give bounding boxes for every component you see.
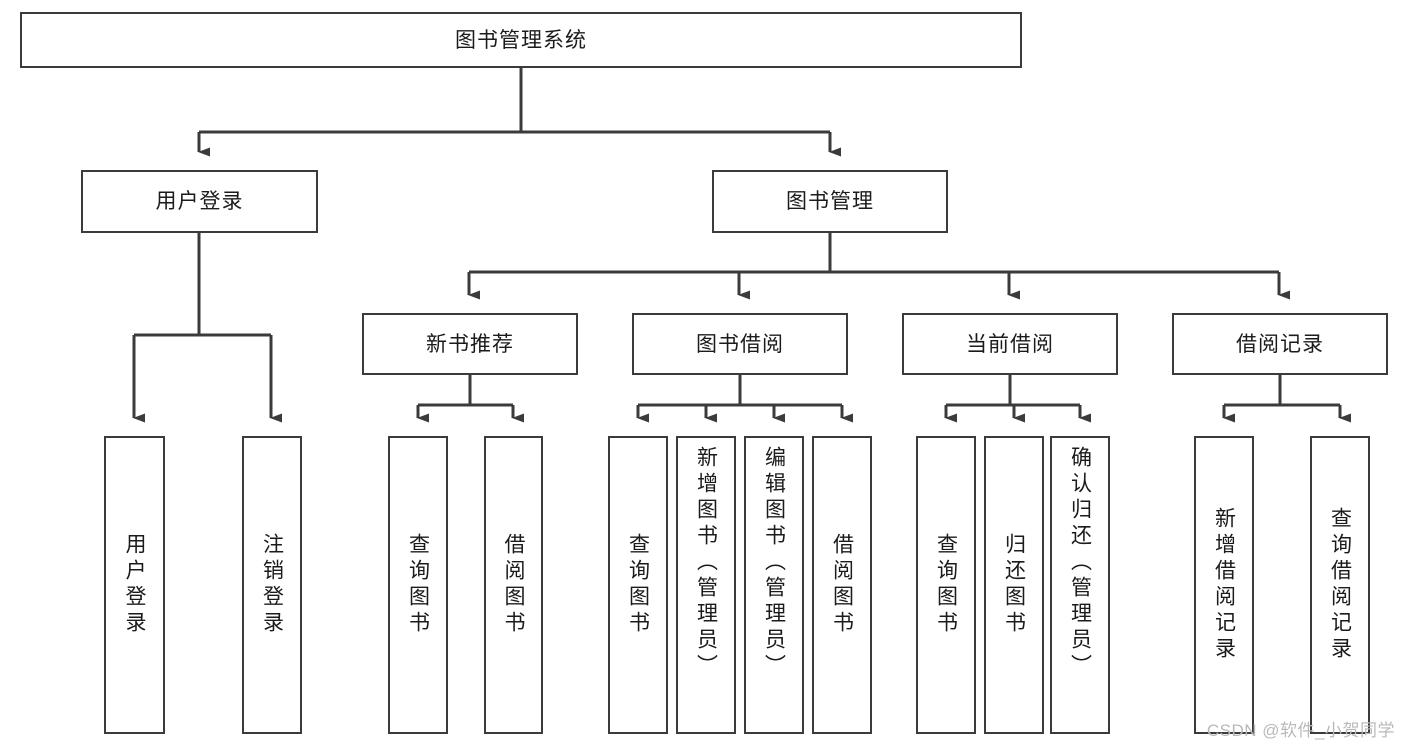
node-leaf-add-record-label: 新增借阅记录	[1212, 507, 1236, 663]
node-leaf-query-record-label: 查询借阅记录	[1328, 507, 1352, 663]
node-leaf-edit-book-body: 编辑图书（管理员）	[746, 438, 802, 732]
watermark-text: CSDN @软件_小贺同学	[1206, 721, 1395, 740]
node-leaf-query-book-1[interactable]: 查询图书	[388, 436, 448, 734]
node-leaf-borrow-book-1-body: 借阅图书	[486, 438, 541, 732]
node-root-label: 图书管理系统	[455, 28, 587, 52]
node-leaf-borrow-book-1[interactable]: 借阅图书	[484, 436, 543, 734]
node-leaf-return-book-label: 归还图书	[1002, 533, 1026, 637]
node-leaf-logout[interactable]: 注销登录	[242, 436, 302, 734]
node-leaf-query-record[interactable]: 查询借阅记录	[1310, 436, 1370, 734]
node-leaf-return-book-body: 归还图书	[986, 438, 1042, 732]
node-new-book-rec[interactable]: 新书推荐	[362, 313, 578, 375]
node-leaf-borrow-book-1-label: 借阅图书	[502, 533, 525, 637]
node-leaf-user-login[interactable]: 用户登录	[104, 436, 165, 734]
node-leaf-add-book-label: 新增图书（管理员）	[694, 446, 718, 680]
node-leaf-query-book-3-label: 查询图书	[934, 533, 958, 637]
node-leaf-query-record-body: 查询借阅记录	[1312, 438, 1368, 732]
node-book-borrow-label: 图书借阅	[696, 332, 784, 356]
node-book-borrow[interactable]: 图书借阅	[632, 313, 848, 375]
node-leaf-edit-book-label: 编辑图书（管理员）	[762, 446, 786, 680]
node-user-login-label: 用户登录	[155, 190, 244, 213]
node-leaf-logout-body: 注销登录	[244, 438, 300, 732]
node-leaf-confirm-return-body: 确认归还（管理员）	[1052, 438, 1108, 732]
node-leaf-query-book-3-body: 查询图书	[918, 438, 974, 732]
node-leaf-query-book-3[interactable]: 查询图书	[916, 436, 976, 734]
node-leaf-borrow-book-2[interactable]: 借阅图书	[812, 436, 872, 734]
node-leaf-query-book-1-body: 查询图书	[390, 438, 446, 732]
node-leaf-add-record-body: 新增借阅记录	[1196, 438, 1252, 732]
node-leaf-add-book-body: 新增图书（管理员）	[678, 438, 734, 732]
node-current-borrow[interactable]: 当前借阅	[902, 313, 1118, 375]
node-leaf-query-book-1-label: 查询图书	[406, 533, 430, 637]
node-new-book-rec-label: 新书推荐	[426, 332, 514, 356]
node-book-manage-label: 图书管理	[786, 190, 874, 213]
node-borrow-record-label: 借阅记录	[1236, 332, 1324, 356]
node-borrow-record[interactable]: 借阅记录	[1172, 313, 1388, 375]
node-leaf-query-book-2-label: 查询图书	[626, 533, 650, 637]
node-leaf-borrow-book-2-label: 借阅图书	[830, 533, 854, 637]
node-leaf-query-book-2-body: 查询图书	[610, 438, 666, 732]
node-book-manage[interactable]: 图书管理	[712, 170, 948, 233]
node-root-system[interactable]: 图书管理系统	[20, 12, 1022, 68]
node-user-login[interactable]: 用户登录	[81, 170, 318, 233]
node-leaf-add-book[interactable]: 新增图书（管理员）	[676, 436, 736, 734]
node-leaf-query-book-2[interactable]: 查询图书	[608, 436, 668, 734]
node-current-borrow-label: 当前借阅	[966, 332, 1054, 356]
node-leaf-return-book[interactable]: 归还图书	[984, 436, 1044, 734]
node-leaf-confirm-return-label: 确认归还（管理员）	[1068, 446, 1092, 680]
node-leaf-logout-label: 注销登录	[260, 533, 284, 637]
node-leaf-user-login-label: 用户登录	[123, 533, 146, 637]
node-leaf-edit-book[interactable]: 编辑图书（管理员）	[744, 436, 804, 734]
node-leaf-add-record[interactable]: 新增借阅记录	[1194, 436, 1254, 734]
node-leaf-user-login-body: 用户登录	[106, 438, 163, 732]
node-leaf-confirm-return[interactable]: 确认归还（管理员）	[1050, 436, 1110, 734]
node-leaf-borrow-book-2-body: 借阅图书	[814, 438, 870, 732]
